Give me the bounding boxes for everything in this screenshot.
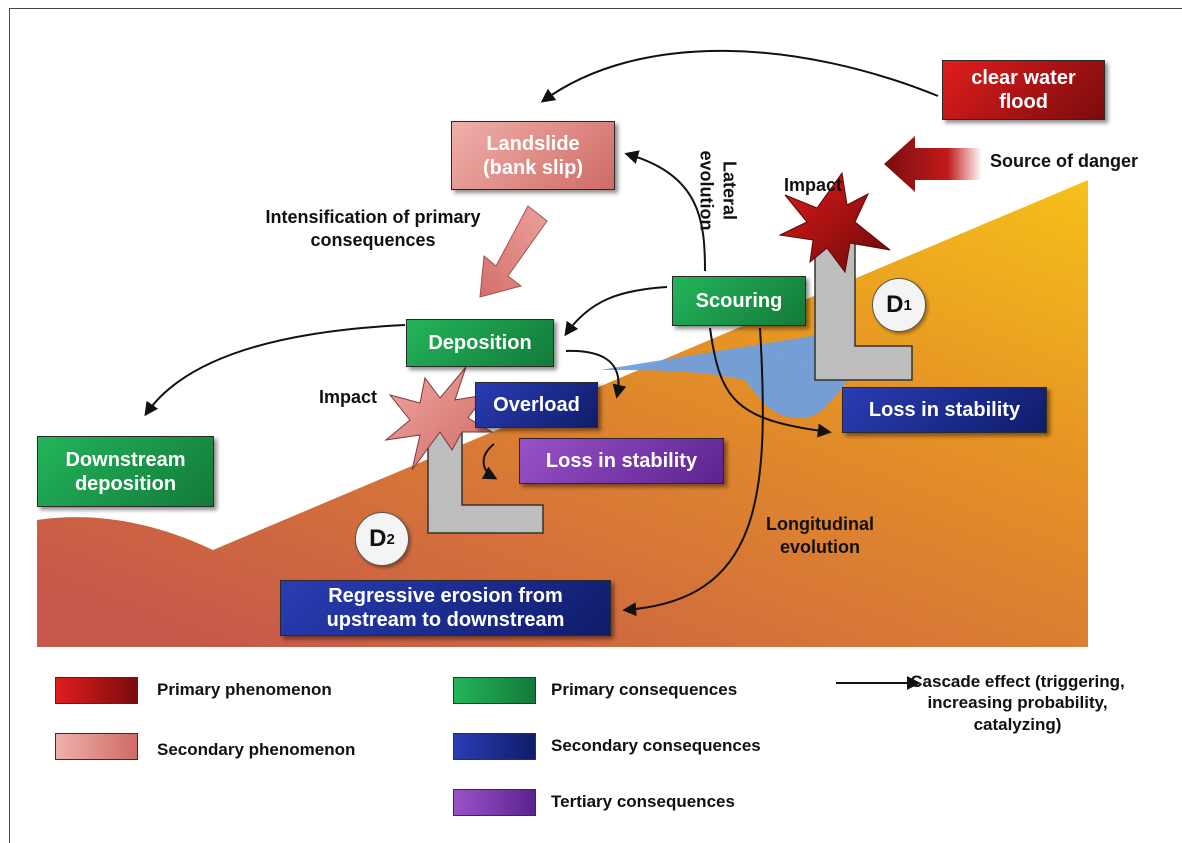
landslide-box: Landslide (bank slip) (451, 121, 615, 190)
impact-burst-icon (778, 171, 891, 274)
impact-d1-label: Impact (784, 175, 843, 195)
longitudinal-evolution-label: Longitudinal evolution (766, 514, 874, 557)
loss-stability-d2-box: Loss in stability (519, 438, 724, 484)
legend-swatch-primary-consequences (453, 677, 536, 704)
impact-burst-icon (384, 366, 494, 471)
deposition-box: Deposition (406, 319, 554, 367)
legend-secondary-consequences: Secondary consequences (551, 736, 761, 755)
legend-swatch-secondary-phenomenon (55, 733, 138, 760)
legend-secondary-phenomenon: Secondary phenomenon (157, 740, 356, 759)
legend-swatch-secondary-consequences (453, 733, 536, 760)
loss-stability-d1-box: Loss in stability (842, 387, 1047, 433)
landslide-arrow-icon (479, 205, 548, 298)
diagram-frame (9, 8, 1182, 843)
lateral-evolution-label: Lateral evolution (697, 150, 740, 231)
intensification-label: Intensification of primary consequences (265, 207, 481, 250)
legend-primary-consequences: Primary consequences (551, 680, 738, 699)
legend-cascade-effect: Cascade effect (triggering, increasing p… (910, 672, 1125, 734)
scouring-box: Scouring (672, 276, 806, 326)
regressive-erosion-box: Regressive erosion from upstream to down… (280, 580, 611, 636)
source-of-danger-label: Source of danger (990, 151, 1139, 171)
danger-arrow-icon (884, 136, 982, 192)
legend-primary-phenomenon: Primary phenomenon (157, 680, 332, 699)
legend-tertiary-consequences: Tertiary consequences (551, 792, 735, 811)
impact-d2-label: Impact (319, 387, 378, 407)
clear-water-flood-box: clear water flood (942, 60, 1105, 120)
cascade-arrows (144, 49, 939, 617)
legend-swatch-tertiary-consequences (453, 789, 536, 816)
legend-swatch-primary-phenomenon (55, 677, 138, 704)
overload-box: Overload (475, 382, 598, 428)
downstream-deposition-box: Downstream deposition (37, 436, 214, 507)
water-pool (600, 330, 850, 419)
